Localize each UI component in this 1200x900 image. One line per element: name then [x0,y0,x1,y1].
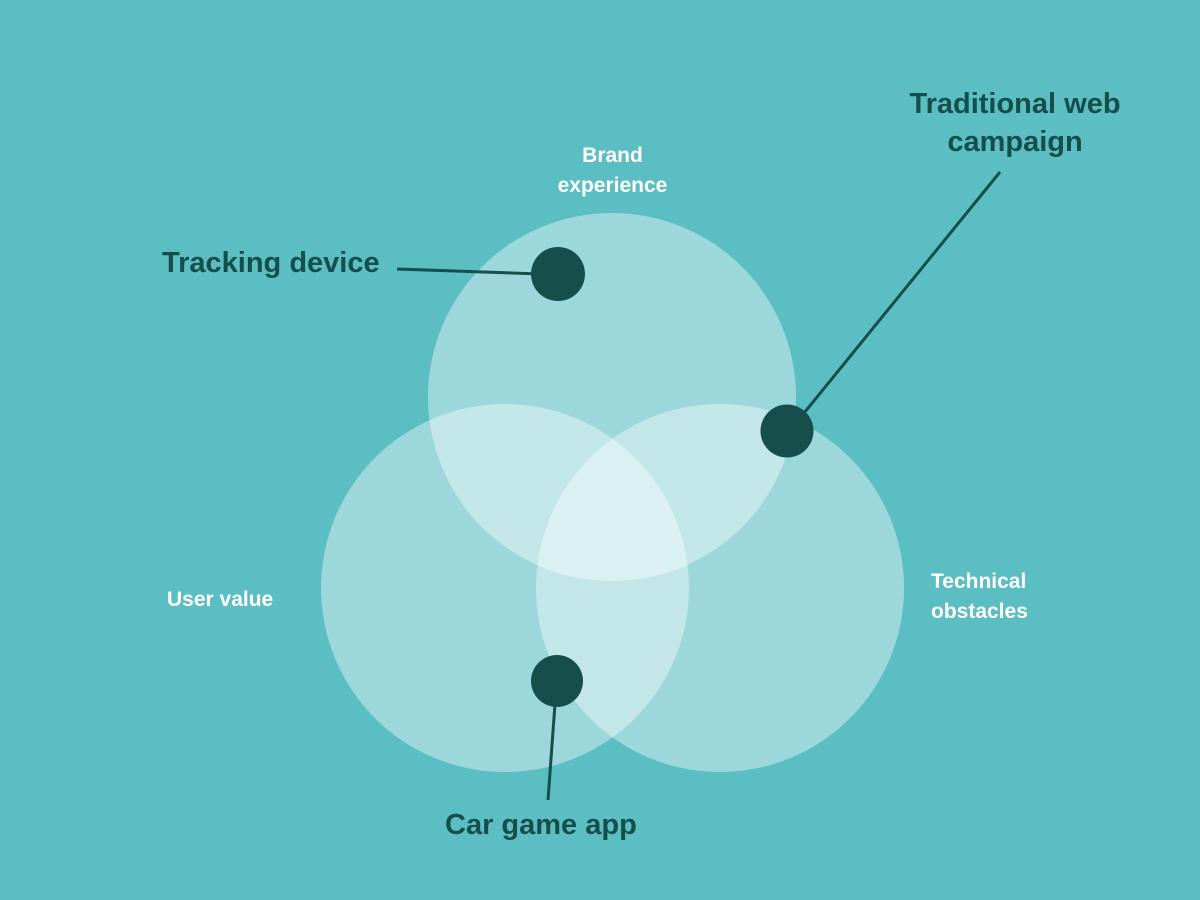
leader-line-web-campaign [798,171,1002,419]
leader-line-tracking-device [396,267,541,276]
set-label-user-value: User value [167,588,274,611]
set-label-brand-experience: Brand experience [540,141,685,201]
marker-car-game [531,655,583,707]
set-label-line: Technical [931,570,1027,593]
callout-car-game: Car game app [445,809,637,841]
marker-web-campaign [760,404,814,458]
set-label-line: Brand [582,144,643,167]
set-label-line: experience [557,174,668,197]
circle-technical-obstacles [536,404,904,772]
circle-brand-experience [428,213,796,581]
callout-line: campaign [947,126,1083,158]
callout-line: Traditional web [909,88,1121,120]
callout-web-campaign: Traditional web campaign [890,85,1140,161]
set-label-line: obstacles [931,600,1028,623]
leader-line-car-game [546,689,558,801]
circle-user-value [321,404,689,772]
set-label-technical-obstacles: Technical obstacles [931,567,1028,627]
callout-tracking-device: Tracking device [162,247,380,279]
marker-tracking-device [531,247,585,301]
